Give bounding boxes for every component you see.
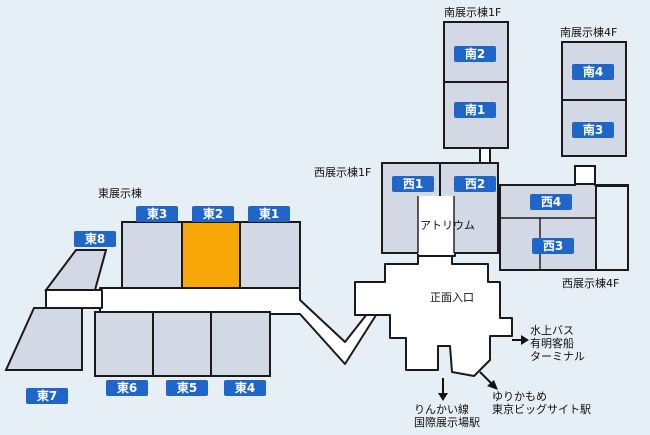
hall-east-3[interactable]	[121, 221, 183, 289]
svg-text:南3: 南3	[583, 122, 603, 137]
hall-east-4[interactable]	[210, 311, 271, 377]
svg-text:東3: 東3	[147, 206, 167, 221]
hall-east-1[interactable]	[239, 221, 301, 289]
badge-west-2: 西2	[454, 176, 496, 192]
label-west-4f: 西展示棟4F	[562, 276, 619, 290]
hall-east-6[interactable]	[94, 311, 154, 377]
hall-east-2[interactable]	[181, 221, 241, 289]
badge-south-4: 南4	[572, 64, 614, 80]
label-atrium: アトリウム	[420, 219, 475, 232]
svg-text:東5: 東5	[177, 380, 197, 395]
west4f-notch	[574, 165, 596, 185]
badge-east-8: 東8	[74, 231, 116, 247]
arrow-head-rinkai	[438, 393, 448, 401]
badge-east-5: 東5	[166, 380, 208, 396]
badge-south-2: 南2	[454, 46, 496, 62]
svg-text:西2: 西2	[465, 177, 485, 191]
atrium-opening	[418, 196, 454, 254]
badge-east-1: 東1	[248, 206, 290, 222]
west4f-void	[595, 185, 629, 271]
label-south-4f: 南展示棟4F	[560, 25, 617, 39]
badge-east-6: 東6	[106, 380, 148, 396]
arrow-head-waterbus	[521, 335, 529, 345]
badge-west-3: 西3	[532, 238, 574, 254]
svg-text:東2: 東2	[203, 206, 223, 221]
label-waterbus-3: ターミナル	[530, 350, 585, 363]
badge-west-1: 西1	[392, 176, 434, 192]
svg-text:東4: 東4	[235, 380, 255, 395]
svg-text:西3: 西3	[543, 239, 563, 253]
badge-east-4: 東4	[224, 380, 266, 396]
svg-text:西1: 西1	[403, 177, 423, 191]
label-yurikamome-1: ゆりかもめ	[492, 390, 547, 403]
label-waterbus-1: 水上バス	[530, 324, 574, 337]
svg-text:東8: 東8	[85, 231, 105, 246]
label-yurikamome-2: 東京ビッグサイト駅	[492, 402, 591, 416]
svg-text:南4: 南4	[583, 64, 603, 79]
hall-east-8[interactable]	[44, 249, 108, 291]
hall-east-5[interactable]	[152, 311, 212, 377]
svg-text:東6: 東6	[117, 380, 137, 395]
label-waterbus-2: 有明客船	[530, 336, 574, 350]
badge-east-3: 東3	[136, 206, 178, 222]
arrow-yurikamome	[479, 371, 493, 385]
badge-south-1: 南1	[454, 102, 496, 118]
label-west-1f: 西展示棟1F	[314, 165, 371, 179]
badge-south-3: 南3	[572, 122, 614, 138]
svg-text:南1: 南1	[465, 102, 485, 117]
svg-text:東1: 東1	[259, 206, 279, 221]
east8-link	[45, 289, 103, 309]
svg-text:西4: 西4	[541, 195, 561, 209]
svg-text:東7: 東7	[37, 388, 57, 403]
label-rinkai-1: りんかい線	[414, 402, 469, 416]
badge-east-7: 東7	[26, 388, 68, 404]
label-main-entrance: 正面入口	[430, 291, 474, 304]
svg-text:南2: 南2	[465, 46, 485, 61]
label-south-1f: 南展示棟1F	[444, 5, 501, 19]
badge-west-4: 西4	[530, 194, 572, 210]
badge-east-2: 東2	[192, 206, 234, 222]
label-rinkai-2: 国際展示場駅	[414, 416, 480, 429]
arrow-head-yurikamome	[487, 380, 498, 390]
label-east-building: 東展示棟	[98, 186, 142, 200]
hall-east-7[interactable]	[4, 307, 83, 371]
entrance-plaza	[354, 251, 513, 377]
